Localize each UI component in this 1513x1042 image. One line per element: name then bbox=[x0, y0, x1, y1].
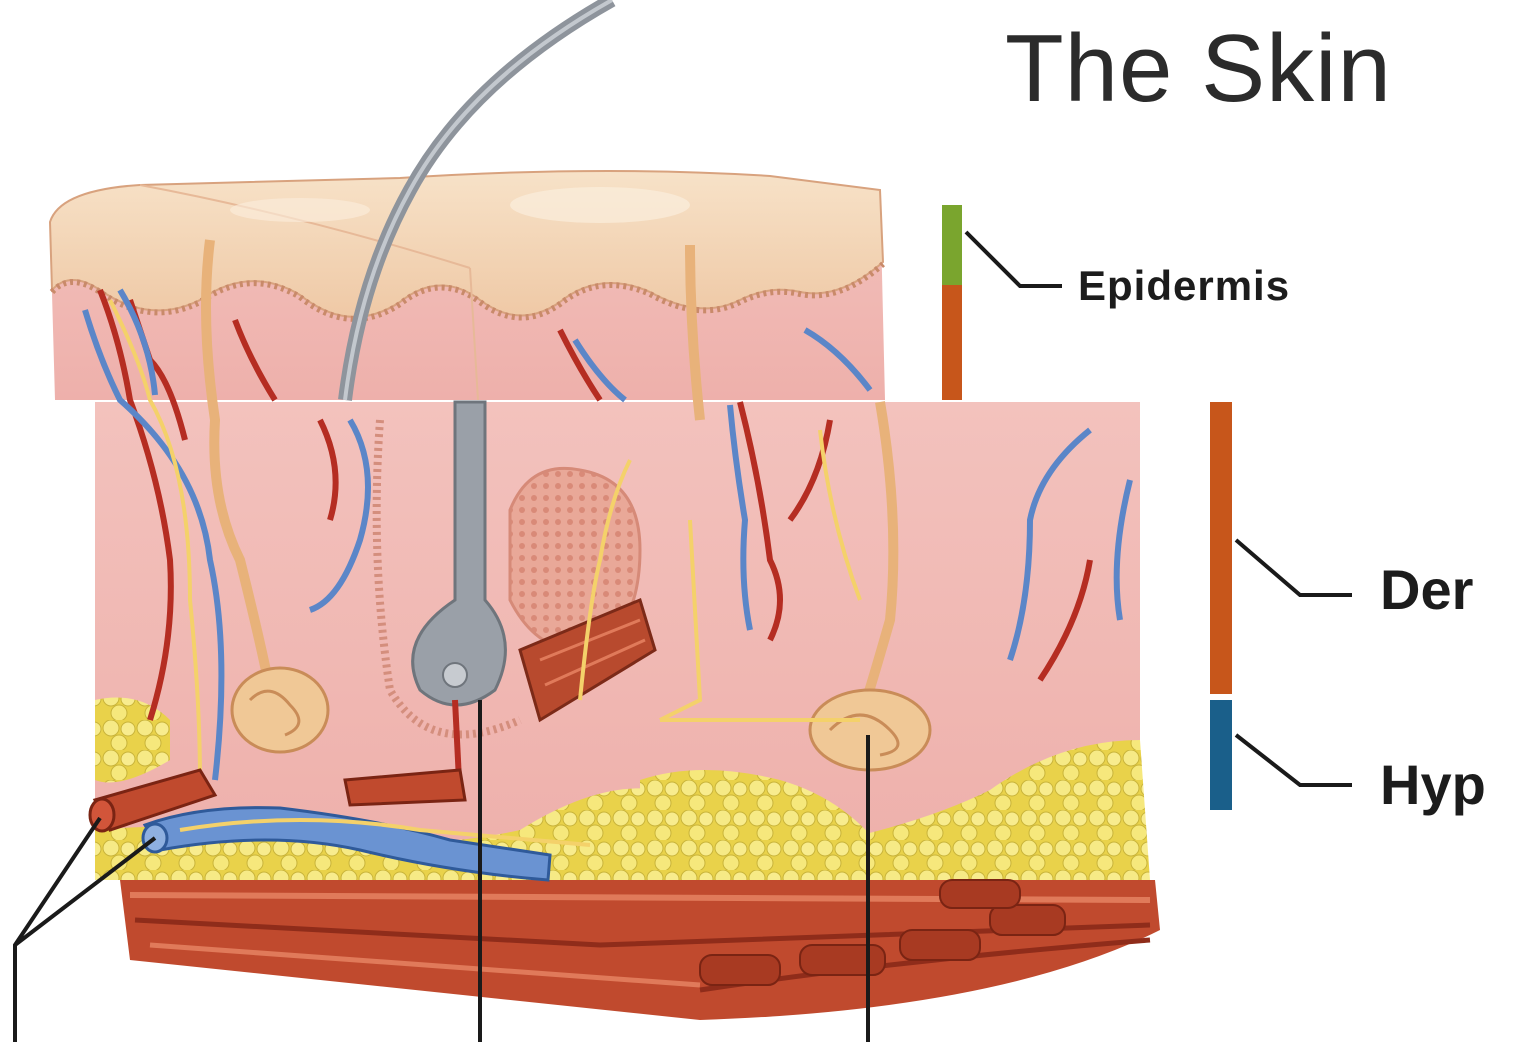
upper-skin-block bbox=[50, 171, 885, 400]
epidermis-leader bbox=[966, 232, 1062, 286]
epidermis-bar bbox=[942, 205, 962, 285]
epidermis-label: Epidermis bbox=[1078, 262, 1290, 310]
dermis-bar bbox=[1210, 402, 1232, 694]
diagram-title: The Skin bbox=[1005, 14, 1392, 124]
dermis-label: Der bbox=[1380, 557, 1473, 622]
hypodermis-label: Hyp bbox=[1380, 752, 1486, 817]
hypodermis-bar bbox=[1210, 700, 1232, 810]
dermis-leader bbox=[1236, 540, 1352, 595]
hypodermis-leader bbox=[1236, 735, 1352, 785]
dermis-bar-upper bbox=[942, 285, 962, 400]
